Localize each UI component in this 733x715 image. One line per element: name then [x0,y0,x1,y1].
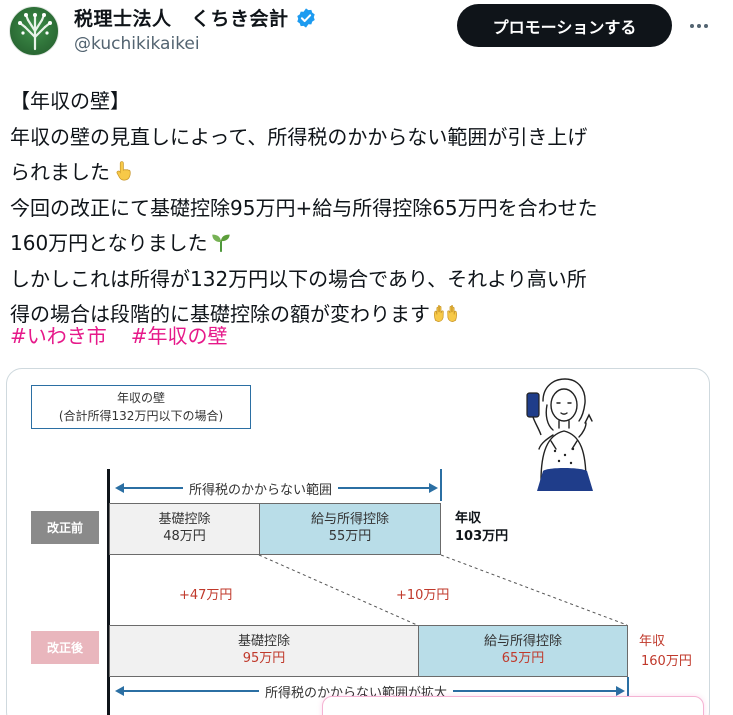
account-handle[interactable]: @kuchikikaikei [74,34,200,54]
display-name[interactable]: 税理士法人 くちき会計 [74,8,289,30]
infographic-title: 年収の壁 [116,391,165,405]
increase-basic-deduction: +47万円 [179,588,233,603]
total-income-before: 年収 103万円 [455,511,509,544]
arrowhead-right-icon [429,483,438,493]
segment-salary-deduction-after: 給与所得控除 65万円 [418,625,628,677]
tag-before-reform: 改正前 [31,511,99,544]
verified-badge-icon [296,7,315,28]
hashtag-link[interactable]: #年収の壁 [130,324,228,348]
arrowhead-left-icon [115,483,124,493]
increase-salary-deduction: +10万円 [396,588,450,603]
post-image-card[interactable]: 年収の壁 (合計所得132万円以下の場合) 所得税のかからない範囲 改正前 [6,368,710,715]
total-income-after: 年収 160万円 [639,634,692,669]
post-line: られました [10,155,722,191]
infographic-subtitle: (合計所得132万円以下の場合) [58,409,224,423]
pointing-up-hand-emoji [116,161,131,181]
arrowhead-left-icon [115,686,124,696]
post-line: 【年収の壁】 [10,89,130,113]
baseline-axis [107,469,110,715]
segment-salary-deduction-before: 給与所得控除 55万円 [259,503,441,555]
post-line: 160万円となりました [10,226,722,262]
projection-lines [258,554,628,626]
promote-button[interactable]: プロモーションする [457,4,672,47]
hashtag-link[interactable]: #いわき市 [10,324,107,348]
avatar[interactable] [9,6,59,56]
reply-preview-box[interactable] [322,696,704,715]
tag-after-reform: 改正後 [31,631,99,664]
segment-basic-deduction-after: 基礎控除 95万円 [109,625,419,677]
post-line: しかしこれは所得が132万円以下の場合であり、それより高い所 [10,266,587,291]
range-marker-right [440,469,442,501]
account-name-row: 税理士法人 くちき会計 [74,4,317,31]
woman-with-phone-illustration [526,378,593,491]
post-line: 今回の改正にて基礎控除95万円+給与所得控除65万円を合わせた [10,195,598,220]
more-options-icon[interactable] [687,16,711,36]
post-text: 【年収の壁】 年収の壁の見直しによって、所得税のかからない範囲が引き上げ られま… [10,84,722,333]
arrowhead-right-icon [616,686,625,696]
range-label-before: 所得税のかからない範囲 [183,479,339,498]
raised-palms-emoji [434,305,457,322]
post-line: 年収の壁の見直しによって、所得税のかからない範囲が引き上げ [10,124,588,149]
seedling-emoji [211,234,230,253]
post-line: 得の場合は段階的に基礎控除の額が変わります [10,297,722,333]
infographic-title-box: 年収の壁 (合計所得132万円以下の場合) [31,385,251,429]
hashtags: #いわき市 #年収の壁 [10,320,228,349]
segment-basic-deduction-before: 基礎控除 48万円 [109,503,260,555]
